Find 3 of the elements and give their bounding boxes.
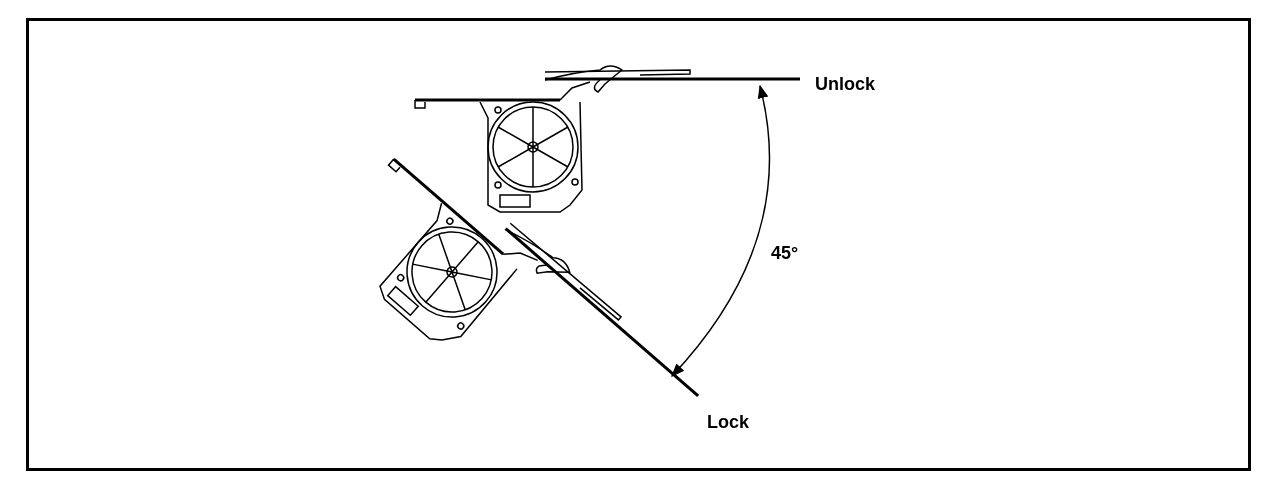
position-label: Lock [707, 411, 749, 434]
position-label: Unlock [815, 73, 875, 96]
angle-label: 45° [771, 242, 799, 265]
